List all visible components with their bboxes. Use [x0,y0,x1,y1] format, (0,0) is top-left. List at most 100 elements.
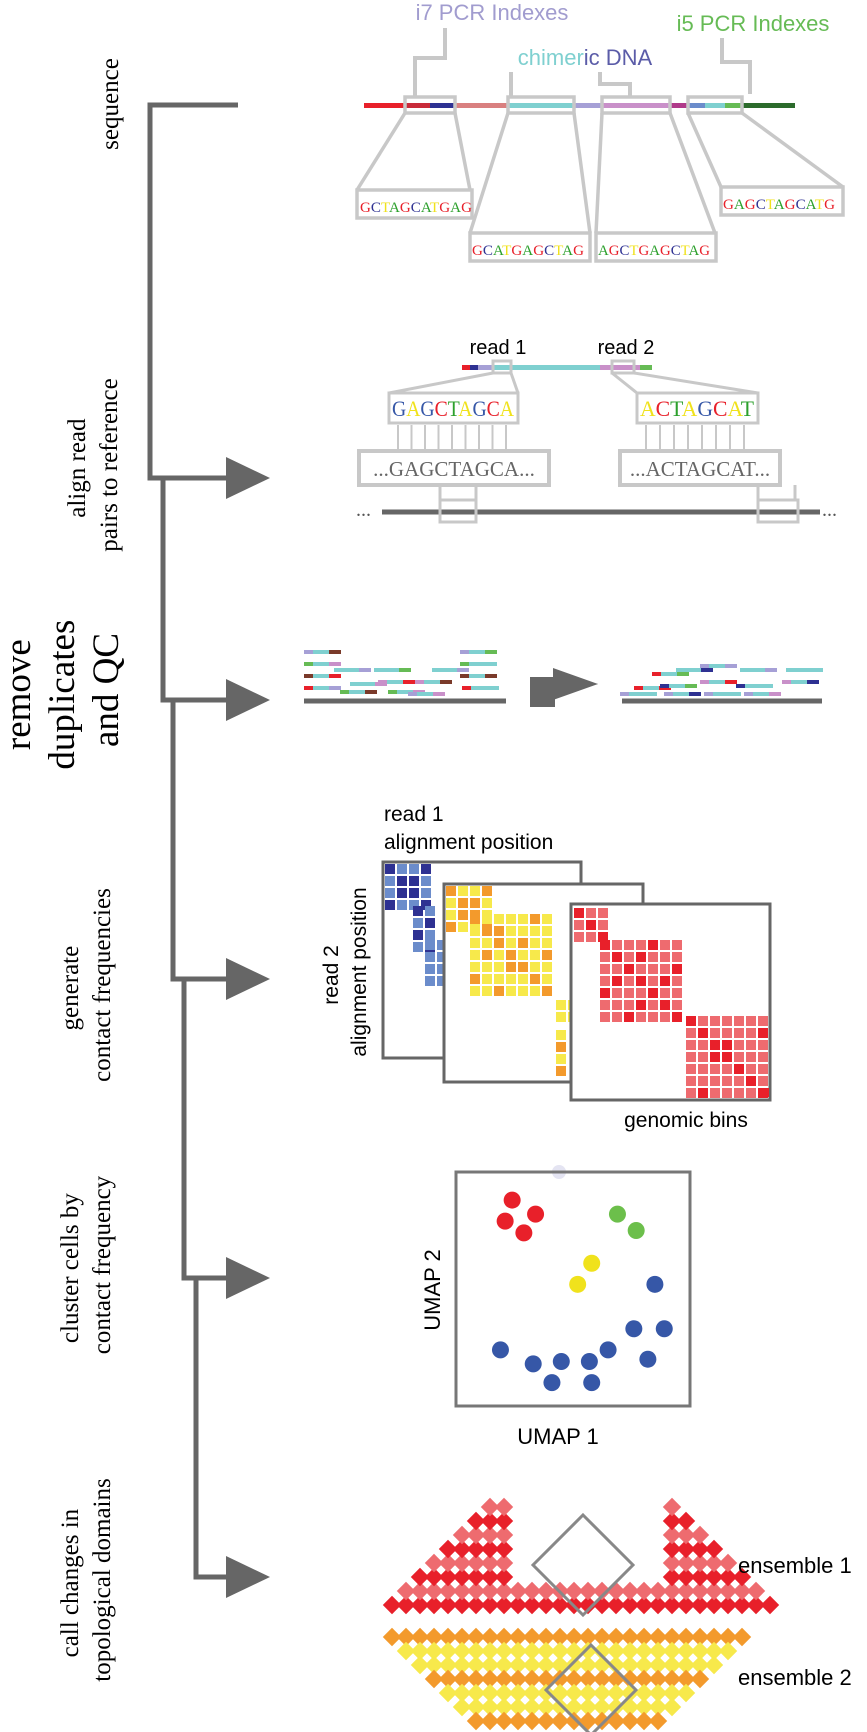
base-letter: G [660,243,671,259]
tad-cell-ensemble2 [648,1627,668,1647]
read-piece [736,684,745,688]
contact-cell [482,914,492,924]
tad-cell-ensemble1 [494,1595,514,1615]
bracket-lines [413,28,752,96]
tad-cell-ensemble2 [676,1627,696,1647]
contact-cell [648,964,658,974]
read1-label: read 1 [470,337,527,359]
tad-cell-ensemble1 [676,1567,696,1587]
read-piece [786,668,795,672]
tad-cell-ensemble1 [690,1581,710,1601]
zoom-sequence-text: GCTAGCATGAG [360,200,472,216]
read-piece [807,680,819,684]
read-piece [365,690,377,694]
contact-cell [506,914,516,924]
tad-cell-ensemble2 [508,1683,528,1703]
step-label-contact: generate contact frequencies [57,888,116,1082]
contact-cell [746,1064,756,1074]
contact-cell [758,1016,768,1026]
contact-cell [437,952,447,962]
tad-cell-ensemble1 [438,1567,458,1587]
contact-cell [734,1076,744,1086]
base-letter: G [392,396,406,421]
contact-cell [446,910,456,920]
read-piece [685,668,701,672]
contact-cell [698,1076,708,1086]
ref-ellipsis-left: ... [356,499,371,521]
tad-cell-ensemble2 [410,1627,430,1647]
read-piece [403,680,415,684]
tad-cell-ensemble1 [676,1511,696,1531]
tad-cell-ensemble2 [508,1669,528,1689]
tad-cell-ensemble2 [494,1697,514,1717]
read-piece [460,662,469,666]
read-piece [744,692,753,696]
contact-xlabel-1: read 1 [384,803,444,826]
tad-panel: ensemble 1 ensemble 2 [382,1497,852,1732]
tad-cell-ensemble2 [522,1641,542,1661]
contact-cell [746,1052,756,1062]
contact-cell [648,1012,658,1022]
contact-cell [648,976,658,986]
tad-cell-ensemble1 [494,1511,514,1531]
tad-cell-ensemble1 [690,1567,710,1587]
contact-cell [672,1000,682,1010]
contact-cell [542,986,552,996]
contact-cell [758,1052,768,1062]
contact-cell [600,1000,610,1010]
tad-cell-ensemble1 [704,1581,724,1601]
tad-cell-ensemble1 [452,1567,472,1587]
base-letter: G [472,243,483,259]
tad-cell-ensemble1 [662,1595,682,1615]
reads-with-duplicates [304,650,499,696]
tad-cell-ensemble1 [704,1553,724,1573]
contact-cell [530,962,540,972]
read-piece [329,674,341,678]
tad-cell-ensemble2 [536,1655,556,1675]
contact-cell [722,1076,732,1086]
base-letter: C [671,243,681,259]
contact-cell [686,1076,696,1086]
read-pair-bar [462,365,652,370]
read-piece [432,668,441,672]
tad-cell-ensemble2 [522,1697,542,1717]
ref-ellipsis-right: ... [822,499,837,521]
tad-cell-ensemble2 [564,1711,584,1731]
tad-cell-ensemble2 [718,1627,738,1647]
contact-cell [660,964,670,974]
alignment-ticks [397,425,745,450]
tad-cell-ensemble2 [522,1655,542,1675]
contact-cell [746,1040,756,1050]
base-letter: T [554,243,563,259]
read-piece [485,662,497,666]
umap-frame [454,1170,692,1408]
read1-sequence: GAGCTAGCA [392,396,514,421]
tad-cell-ensemble1 [438,1553,458,1573]
tad-cell-ensemble1 [746,1581,766,1601]
contact-cell [425,964,435,974]
contact-cell [734,1088,744,1098]
contact-cell [542,950,552,960]
contact-cell [612,964,622,974]
base-letter: A [406,396,420,421]
contact-cell [409,900,419,910]
tad-cell-ensemble2 [634,1627,654,1647]
tad-cell-ensemble2 [662,1627,682,1647]
umap-point [625,1320,643,1338]
contact-cell [470,914,480,924]
umap-point [599,1341,617,1359]
tad-cell-ensemble2 [676,1669,696,1689]
base-letter: A [682,396,698,421]
tad-cell-ensemble1 [410,1567,430,1587]
umap-point [655,1320,673,1338]
contact-cell [648,988,658,998]
read-piece [485,650,497,654]
base-letter: T [381,200,390,216]
tad-cell-ensemble2 [606,1655,626,1675]
tad-cell-ensemble2 [634,1655,654,1675]
tad-cell-ensemble2 [438,1627,458,1647]
tad-cell-ensemble2 [690,1669,710,1689]
read-piece [460,650,469,654]
contact-cell [506,938,516,948]
contact-cell [600,964,610,974]
